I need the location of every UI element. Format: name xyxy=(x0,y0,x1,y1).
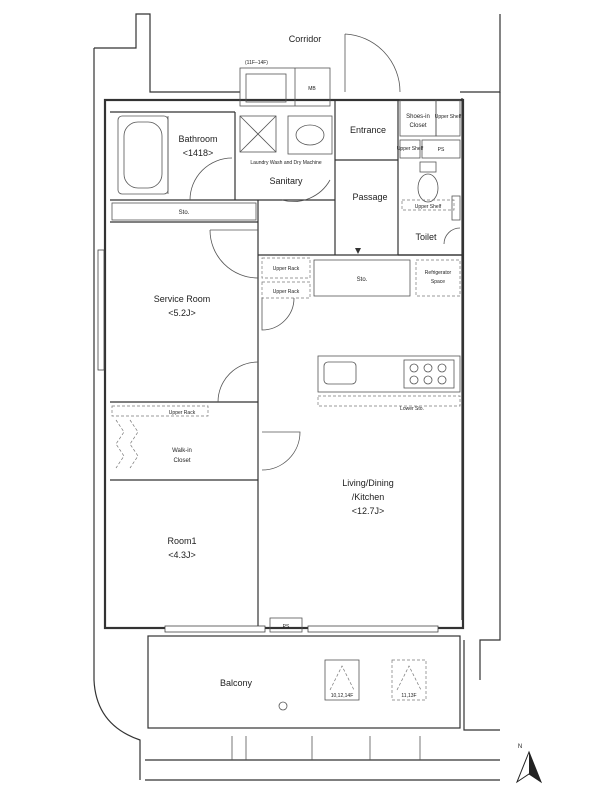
fridge-space xyxy=(415,259,461,297)
label-service-room: Service Room xyxy=(154,294,211,304)
label-shoes-closet-1: Shoes-in xyxy=(406,114,430,120)
service-storage xyxy=(111,202,257,221)
label-bathroom: Bathroom xyxy=(178,134,217,144)
label-floor-note: (11F–14F) xyxy=(245,60,268,66)
label-fridge-2: Space xyxy=(431,279,445,285)
label-room1-size: <4.3J> xyxy=(168,550,196,560)
label-room1: Room1 xyxy=(167,536,196,546)
label-corridor: Corridor xyxy=(289,34,322,44)
outer-walls xyxy=(93,13,501,781)
bathtub xyxy=(117,115,169,195)
label-upper-shelf-a: Upper Shelf xyxy=(435,114,462,120)
shoes-closet xyxy=(399,99,461,159)
laundry-machine xyxy=(239,115,277,153)
label-toilet: Toilet xyxy=(415,232,437,242)
label-fridge-1: Refrigerator xyxy=(425,270,452,276)
label-upper-shelf-toilet: Upper Shelf xyxy=(415,204,442,210)
kitchen-counter xyxy=(317,355,461,407)
interior-walls xyxy=(103,98,465,630)
label-passage: Passage xyxy=(352,192,387,202)
label-unit-b: 11,13F xyxy=(401,693,416,699)
toilet-fixture xyxy=(401,161,461,245)
label-balcony: Balcony xyxy=(220,678,253,688)
label-upper-shelf-b: Upper Shelf xyxy=(397,146,424,152)
wic-door xyxy=(217,361,259,403)
balcony-area xyxy=(147,635,461,760)
passage-arrow xyxy=(355,248,361,254)
label-ps-top: PS xyxy=(438,147,445,153)
center-storage xyxy=(313,259,411,297)
ldk-door-mid xyxy=(261,431,301,471)
service-room-door xyxy=(209,229,259,279)
label-unit-a: 10,12,14F xyxy=(331,693,354,699)
balcony-windows xyxy=(164,617,439,633)
label-upper-rack-1: Upper Rack xyxy=(273,266,300,272)
label-wic-2: Closet xyxy=(173,458,190,464)
entrance-door xyxy=(344,33,401,93)
label-ps-bottom: PS xyxy=(283,624,290,630)
label-laundry: Laundry Wash and Dry Machine xyxy=(250,160,321,166)
label-upper-rack-wic: Upper Rack xyxy=(169,410,196,416)
label-sanitary: Sanitary xyxy=(269,176,303,186)
label-lower-sto: Lower Sto. xyxy=(400,406,424,412)
north-arrow-icon xyxy=(515,750,543,784)
label-service-room-size: <5.2J> xyxy=(168,308,196,318)
label-ldk-2: /Kitchen xyxy=(352,492,385,502)
upper-racks xyxy=(261,257,311,299)
label-mb: MB xyxy=(308,86,316,92)
label-upper-rack-2: Upper Rack xyxy=(273,289,300,295)
sanitary-door xyxy=(281,179,331,202)
walkin-closet xyxy=(111,405,209,469)
label-ldk-1: Living/Dining xyxy=(342,478,394,488)
label-bathroom-size: <1418> xyxy=(183,148,214,158)
service-window xyxy=(97,249,105,371)
label-shoes-closet-2: Closet xyxy=(409,123,426,129)
bathroom-door xyxy=(189,157,233,201)
mb-box xyxy=(239,67,331,107)
label-north: N xyxy=(518,744,522,750)
wash-basin xyxy=(287,115,333,155)
label-entrance: Entrance xyxy=(350,125,386,135)
label-wic-1: Walk-in xyxy=(172,448,192,454)
label-sto-center: Sto. xyxy=(357,277,368,283)
ldk-door-top xyxy=(261,297,295,331)
label-ldk-size: <12.7J> xyxy=(352,506,385,516)
label-sto-service: Sto. xyxy=(179,210,190,216)
